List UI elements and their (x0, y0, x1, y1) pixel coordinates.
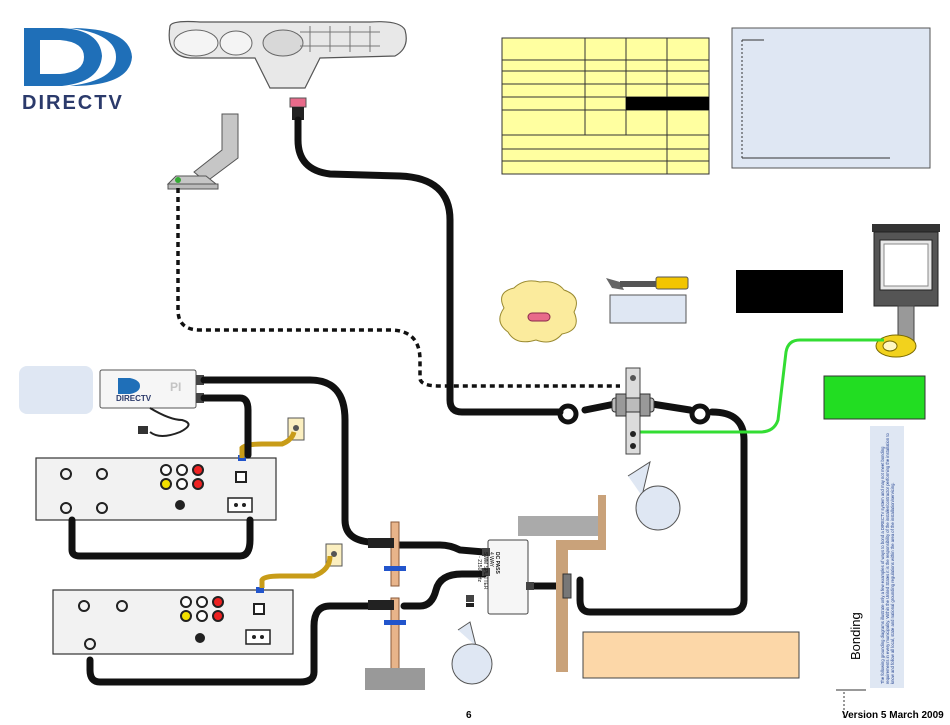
ground-block (611, 367, 655, 455)
splitter-label: DC PASS 4 WAY SWM SPLITTER 2 - 2150 MHz (476, 552, 500, 590)
green-label-box (823, 375, 926, 420)
ground-wire-green (640, 338, 884, 434)
version-label: Version 5 March 2009 (842, 710, 944, 721)
phone-cord-2 (259, 555, 333, 588)
wrench-label-box (609, 294, 687, 324)
bonding-body: The following grounding diagrams illustr… (880, 433, 895, 684)
cable-loop-2 (689, 403, 711, 425)
power-inserter-model: PI (170, 380, 182, 394)
shelf-and-bond-block (518, 495, 606, 672)
page-number: 6 (466, 710, 472, 721)
ground-block-bracket (872, 224, 940, 358)
splitter-label-line1: DC PASS (494, 552, 500, 574)
splitter-label-line3: SWM SPLITTER (482, 552, 488, 590)
directv-logo-text: DIRECTV (22, 92, 124, 114)
dish-mast (166, 113, 239, 190)
bond-clamp-2 (368, 597, 406, 671)
swm-splitter (482, 539, 534, 615)
cable-loop-1 (557, 403, 579, 425)
callout-box-left (19, 366, 93, 414)
receiver-1 (35, 455, 277, 521)
bonding-title: Bonding (848, 612, 863, 660)
receiver-2 (52, 587, 294, 655)
info-box (731, 27, 931, 169)
torque-wrench (606, 276, 689, 290)
ground-wire-dotted (176, 188, 620, 388)
ground-rod-base (365, 668, 425, 690)
callout-bubble-splitter (451, 621, 493, 685)
black-label-box (736, 270, 843, 313)
satellite-dish-top (168, 20, 407, 120)
phone-cord-1 (239, 431, 297, 458)
callout-bubble-ground (627, 460, 681, 531)
o-ring (499, 280, 577, 343)
splitter-terminator (466, 595, 474, 607)
note-box (582, 631, 800, 679)
reference-table (501, 37, 710, 175)
bonding-panel (870, 426, 904, 688)
directv-logo (18, 18, 144, 118)
power-inserter-brand: DIRECTV (116, 394, 152, 403)
bond-clamp-1 (368, 521, 406, 587)
power-inserter (99, 369, 204, 437)
